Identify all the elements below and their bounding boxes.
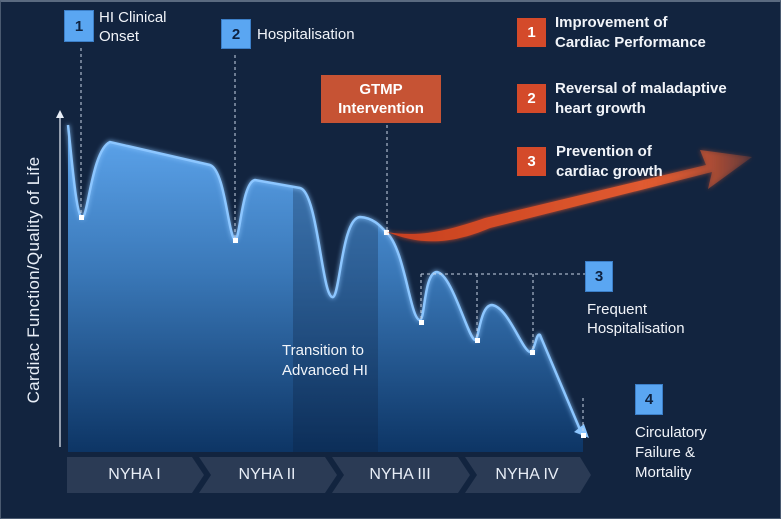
event-markers bbox=[79, 215, 586, 438]
benefit-badge-2: 2 bbox=[517, 84, 546, 113]
milestone-badge-1: 1 bbox=[64, 10, 94, 42]
improvement-arrow-icon bbox=[387, 150, 752, 242]
stage-nyha-4: NYHA IV bbox=[495, 466, 559, 483]
stage-nyha-1: NYHA I bbox=[108, 466, 161, 483]
milestone-label-hospitalisation: Hospitalisation bbox=[257, 26, 355, 43]
milestone-badge-2: 2 bbox=[221, 19, 251, 49]
leader-lines bbox=[80, 48, 585, 435]
nyha-chevrons bbox=[67, 457, 591, 493]
y-axis-arrow-icon bbox=[56, 110, 64, 118]
benefit-badge-1: 1 bbox=[517, 18, 546, 47]
milestone-badge-4: 4 bbox=[635, 384, 663, 415]
y-axis-label: Cardiac Function/Quality of Life bbox=[24, 156, 43, 404]
function-curve bbox=[66, 124, 583, 433]
benefit-badge-3: 3 bbox=[517, 147, 546, 176]
advanced-transition-band bbox=[293, 125, 378, 452]
function-area bbox=[68, 125, 583, 452]
stage-nyha-3: NYHA III bbox=[369, 466, 431, 483]
stage-nyha-2: NYHA II bbox=[238, 466, 296, 483]
milestone-badge-3: 3 bbox=[585, 261, 613, 292]
